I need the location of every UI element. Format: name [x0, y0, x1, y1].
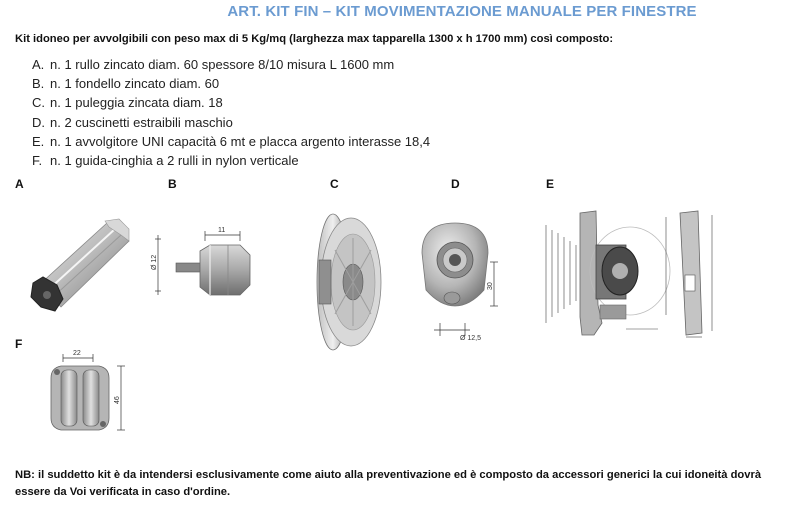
- winder-image: [545, 210, 713, 338]
- dimension-label: 46: [114, 396, 121, 404]
- pulley-image: [316, 213, 382, 351]
- figure-label-b: B: [168, 177, 177, 191]
- dimension-label: 30: [487, 282, 494, 290]
- figure-label-a: A: [15, 177, 24, 191]
- list-item: F.n. 1 guida-cinghia a 2 rulli in nylon …: [32, 153, 299, 169]
- end-cap-image: Ø 12 11: [151, 227, 251, 296]
- page-title: ART. KIT FIN – KIT MOVIMENTAZIONE MANUAL…: [227, 3, 697, 20]
- dimension-label: Ø 12,5: [460, 335, 481, 342]
- dimension-label: 11: [218, 227, 225, 234]
- list-item: A.n. 1 rullo zincato diam. 60 spessore 8…: [32, 57, 395, 72]
- dimension-label: Ø 12: [151, 255, 158, 270]
- list-item: E.n. 1 avvolgitore UNI capacità 6 mt e p…: [32, 133, 431, 149]
- dimension-label: 22: [73, 350, 81, 357]
- list-item: D.n. 2 cuscinetti estraibili maschio: [32, 114, 233, 130]
- figure-label-d: D: [451, 177, 460, 191]
- disclaimer-note: NB: il suddetto kit è da intendersi escl…: [15, 469, 762, 498]
- figure-label-e: E: [546, 177, 555, 191]
- bearing-image: 30 Ø 12,5: [421, 222, 498, 342]
- belt-guide-image: 22 46: [50, 350, 125, 431]
- roller-image: [30, 218, 130, 312]
- figure-label-c: C: [330, 177, 339, 191]
- list-item: B.n. 1 fondello zincato diam. 60: [32, 76, 220, 92]
- list-item: C.n. 1 puleggia zincata diam. 18: [32, 95, 223, 111]
- figure-label-f: F: [15, 337, 23, 351]
- component-list: A.n. 1 rullo zincato diam. 60 spessore 8…: [32, 55, 430, 170]
- kit-description: Kit idoneo per avvolgibili con peso max …: [15, 33, 614, 45]
